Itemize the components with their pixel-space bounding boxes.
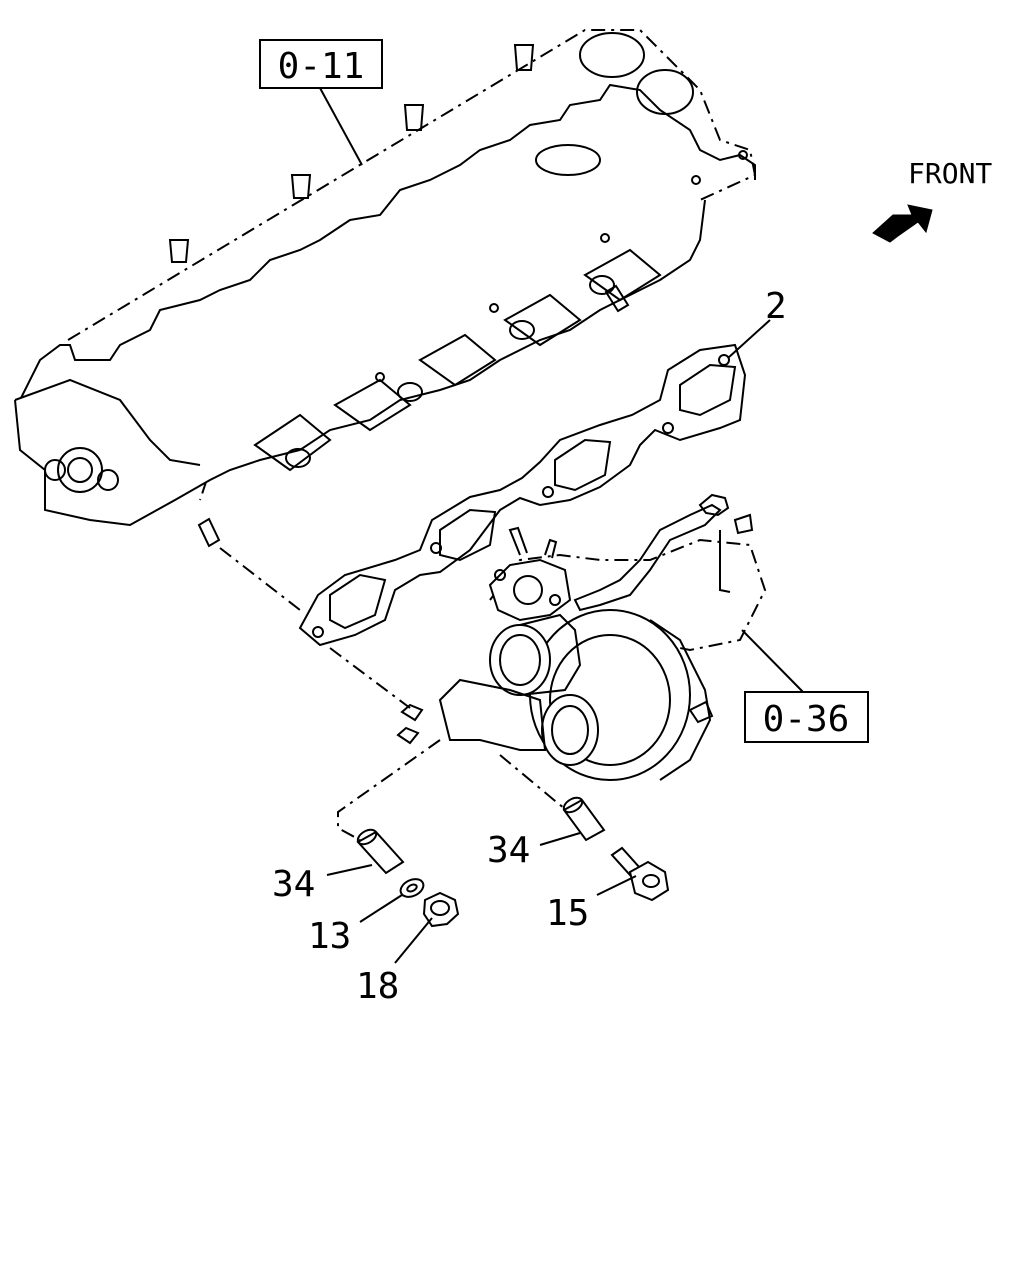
cylinder-head xyxy=(14,29,757,548)
flange-bolt: 15 xyxy=(546,846,670,934)
stud-right: 34 xyxy=(487,796,606,871)
front-indicator: FRONT xyxy=(872,157,992,243)
turbocharger-assembly xyxy=(396,493,767,781)
front-label: FRONT xyxy=(908,157,992,190)
stud-left: 34 xyxy=(272,828,405,905)
washer: 13 xyxy=(308,878,425,957)
front-arrow-icon xyxy=(872,204,933,243)
callout-gasket: 2 xyxy=(765,286,787,327)
callout-stud-left: 34 xyxy=(272,864,315,905)
reference-label-0-36: 0-36 xyxy=(763,699,850,740)
reference-turbocharger: 0-36 xyxy=(741,629,869,743)
callout-bolt: 15 xyxy=(546,893,589,934)
callout-stud-right: 34 xyxy=(487,830,530,871)
reference-label-0-11: 0-11 xyxy=(278,46,365,87)
reference-cylinder-head: 0-11 xyxy=(259,39,383,166)
explosion-lines xyxy=(219,547,571,841)
callout-nut: 18 xyxy=(356,966,399,1007)
callout-washer: 13 xyxy=(308,916,351,957)
nut: 18 xyxy=(356,891,460,1007)
exhaust-manifold-gasket: 2 xyxy=(298,286,787,647)
